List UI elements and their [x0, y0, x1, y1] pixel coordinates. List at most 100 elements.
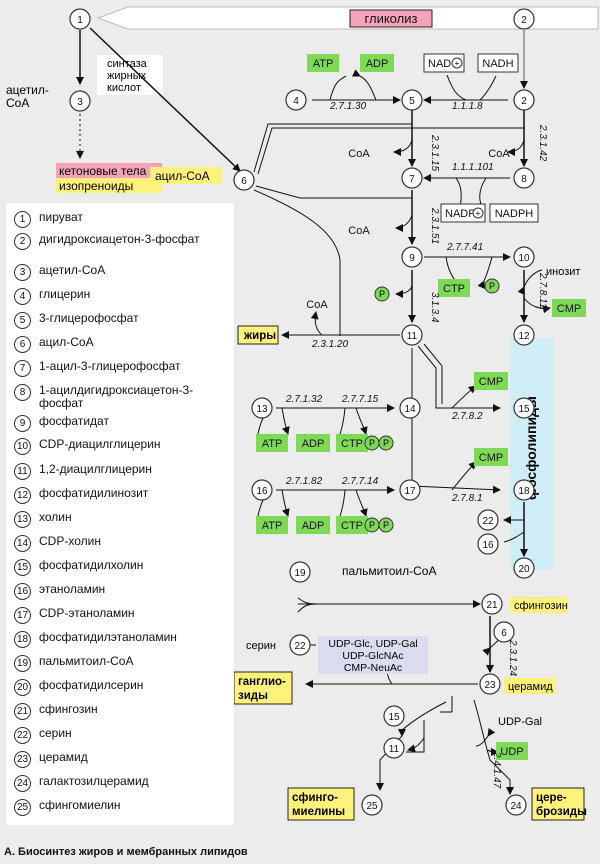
svg-text:P: P: [489, 281, 495, 291]
compound-node-2: 2: [513, 89, 535, 111]
svg-text:25: 25: [366, 801, 378, 812]
acetyl-coa-label-line2: CoA: [6, 96, 29, 110]
svg-text:NAD: NAD: [428, 58, 451, 70]
cerebrosides-line2: брозиды: [536, 806, 587, 818]
svg-text:2: 2: [521, 15, 527, 26]
legend-number: 17: [14, 607, 31, 624]
compound-node-22: 22: [477, 509, 499, 531]
legend-number: 13: [14, 511, 31, 528]
serine-label: серин: [246, 640, 276, 652]
cmp-cofactor: CMP: [474, 448, 508, 466]
compound-node-6: 6: [493, 621, 515, 643]
legend-number: 11: [14, 463, 31, 480]
compound-node-16: 16: [477, 533, 499, 555]
svg-text:CTP: CTP: [341, 520, 363, 532]
svg-text:ATP: ATP: [262, 438, 283, 450]
phospholipid-band: [510, 338, 554, 570]
ctp-cofactor: CTP: [438, 279, 470, 297]
legend-text: глицерин: [39, 287, 91, 301]
legend-item-3: 3 ацетил-CoA: [14, 264, 229, 281]
svg-text:4: 4: [293, 96, 299, 107]
compound-node-22: 22: [289, 634, 311, 656]
svg-text:3: 3: [77, 97, 83, 108]
cmp-cofactor: CMP: [474, 372, 508, 390]
fatty-acid-synthase-box: [97, 55, 163, 95]
enzyme-number-2.3.1.15: 2.3.1.15: [429, 134, 440, 172]
sugar-donors-line2: UDP-GlcNAc: [342, 650, 403, 662]
legend-text: 1-ацилдигидроксиацетон-3-фосфат: [39, 383, 194, 410]
udp-cofactor: UDP: [496, 742, 528, 760]
svg-text:14: 14: [404, 404, 416, 415]
coa-cofactor: CoA: [488, 148, 510, 160]
compound-node-19: 19: [289, 561, 311, 583]
legend-number: 9: [14, 415, 31, 432]
isoprenoids-label: изопреноиды: [59, 179, 133, 193]
legend-number: 20: [14, 679, 31, 696]
acyl-coa-label: ацил-CoA: [155, 169, 210, 183]
compound-node-11: 11: [401, 324, 423, 346]
legend-text: ацетил-CoA: [39, 263, 106, 277]
svg-text:22: 22: [482, 516, 494, 527]
nadp-cofactor: NADP+: [440, 203, 486, 223]
svg-text:NADPH: NADPH: [495, 208, 534, 220]
enzyme-number-2.7.7.41: 2.7.7.41: [446, 242, 483, 253]
legend-text: серин: [39, 726, 72, 740]
compound-node-24: 24: [505, 794, 527, 816]
svg-text:12: 12: [518, 331, 530, 342]
adp-cofactor: ADP: [296, 434, 330, 452]
svg-text:16: 16: [482, 540, 494, 551]
svg-text:7: 7: [409, 174, 415, 185]
enzyme-number-2.7.8.2: 2.7.8.2: [451, 411, 483, 422]
legend-number: 19: [14, 655, 31, 672]
fatty-acid-synthase-line3: кислот: [107, 82, 141, 94]
legend-number: 3: [14, 264, 31, 281]
compound-node-1: 1: [69, 8, 91, 30]
atp-cofactor: ATP: [256, 516, 288, 534]
sugar-donors-line3: CMP-NeuAc: [344, 662, 402, 674]
legend-text: 3-глицерофосфат: [39, 311, 139, 325]
svg-text:16: 16: [256, 486, 268, 497]
compound-node-9: 9: [401, 246, 423, 268]
compound-node-23: 23: [479, 673, 501, 695]
nad-cofactor: NAD+: [423, 53, 465, 73]
legend-number: 16: [14, 583, 31, 600]
compound-node-12: 12: [513, 324, 535, 346]
udp-gal-label: UDP-Gal: [498, 716, 542, 728]
compound-node-5: 5: [401, 89, 423, 111]
compound-node-16: 16: [251, 479, 273, 501]
legend-number: 23: [14, 751, 31, 768]
coa-cofactor: CoA: [348, 148, 370, 160]
figure-caption: А. Биосинтез жиров и мембранных липидов: [4, 846, 248, 858]
legend-text: церамид: [39, 750, 88, 764]
legend-text: сфингомиелин: [39, 798, 121, 812]
cerebrosides-line1: цере-: [536, 792, 567, 804]
coa-cofactor: CoA: [306, 299, 328, 311]
svg-text:11: 11: [407, 331, 418, 342]
svg-text:P: P: [379, 289, 385, 299]
enzyme-number-2.3.1.24: 2.3.1.24: [507, 639, 518, 677]
svg-text:CoA: CoA: [348, 148, 370, 160]
svg-text:CMP: CMP: [479, 376, 503, 388]
svg-text:22: 22: [294, 641, 306, 652]
compound-node-6: 6: [233, 169, 255, 191]
sugar-donors-line1: UDP-Glc, UDP-Gal: [328, 638, 417, 650]
inositol-label: инозит: [546, 266, 580, 278]
acetyl-coa-label-line1: ацетил-: [6, 83, 49, 97]
svg-text:23: 23: [484, 680, 496, 691]
sphingomyelins-line2: миелины: [292, 806, 345, 818]
svg-text:15: 15: [388, 712, 400, 723]
phosphate-icon: P: [378, 435, 394, 451]
svg-text:10: 10: [518, 253, 530, 264]
